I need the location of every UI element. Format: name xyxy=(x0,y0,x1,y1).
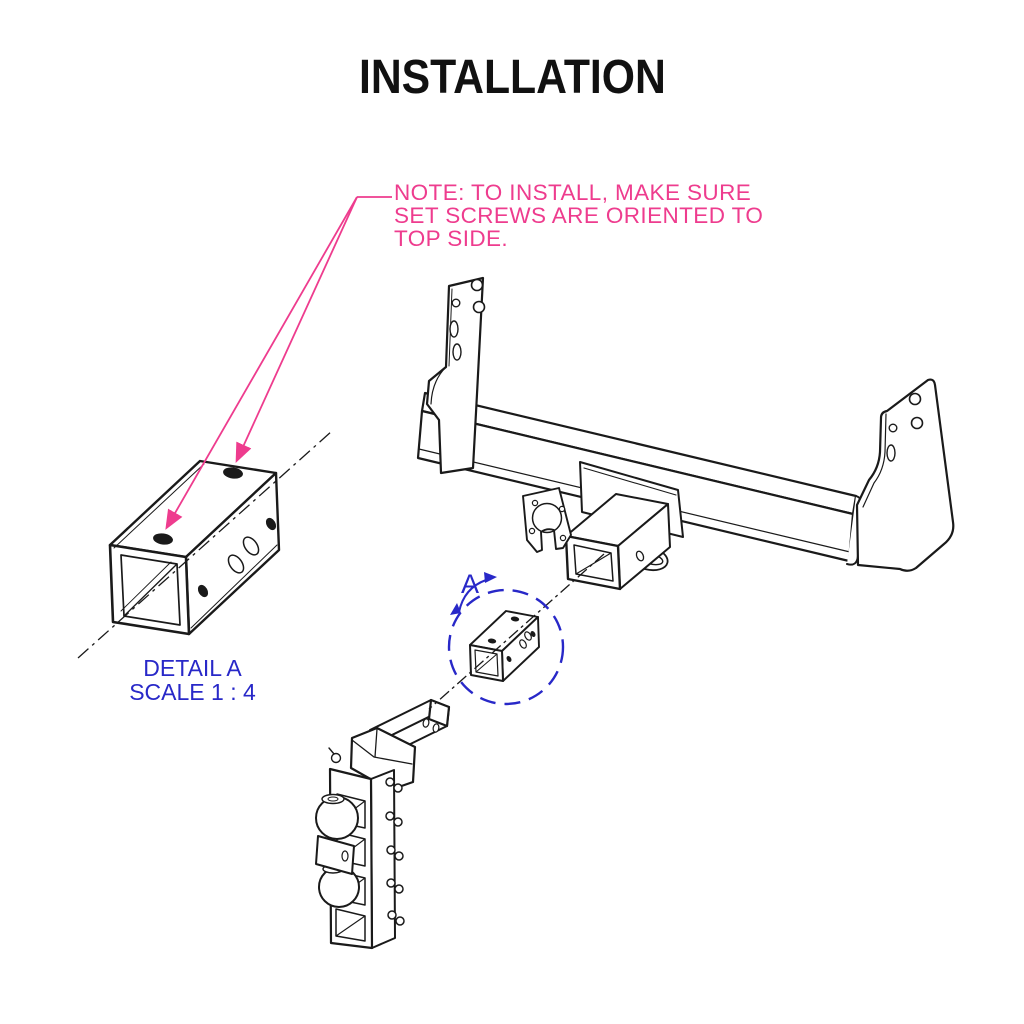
bracket-hole xyxy=(451,298,461,308)
bracket-slot xyxy=(886,444,896,462)
detail-marker-a-label: A xyxy=(461,569,480,599)
adapter-sleeve xyxy=(469,610,540,682)
callout-arrowhead xyxy=(450,603,461,615)
set-screw-arrow xyxy=(235,196,358,464)
detail-a-drawing xyxy=(108,459,281,636)
bracket-hole xyxy=(888,423,898,433)
set-screw-hole xyxy=(223,467,243,479)
callout-arrowhead xyxy=(484,572,497,583)
bracket-hole xyxy=(910,416,924,430)
adjustable-ball-mount xyxy=(315,698,451,950)
shank-pin-hole xyxy=(422,718,430,728)
set-screw-hole xyxy=(153,533,173,545)
bracket-hole xyxy=(472,300,486,314)
note-leader-lines xyxy=(165,196,392,530)
detail-a-label: DETAIL A SCALE 1 : 4 xyxy=(100,656,285,704)
connector-plug-bracket xyxy=(522,487,572,553)
set-screw-hole xyxy=(487,638,497,644)
shank-pin-hole xyxy=(432,723,440,733)
right-mounting-bracket xyxy=(855,378,955,572)
left-mounting-bracket xyxy=(425,276,486,475)
detail-scale-line: SCALE 1 : 4 xyxy=(129,679,256,705)
detail-callout-circle xyxy=(447,572,565,706)
set-screw-hole xyxy=(510,616,520,622)
assembly-centerline xyxy=(428,553,605,710)
bracket-hole xyxy=(470,278,484,292)
bracket-hole xyxy=(908,392,922,406)
detail-centerline xyxy=(77,430,333,659)
bracket-slot xyxy=(452,343,462,361)
bracket-slot xyxy=(449,320,459,338)
main-assembly-drawing xyxy=(416,276,955,591)
install-note-text: NOTE: TO INSTALL, MAKE SURE SET SCREWS A… xyxy=(394,180,764,251)
set-screw-arrow xyxy=(165,196,358,530)
adjustment-pegs xyxy=(385,777,405,926)
detail-label-line: DETAIL A xyxy=(143,655,242,681)
page-title: INSTALLATION xyxy=(358,51,666,104)
locking-pin xyxy=(330,752,342,764)
dual-tow-balls xyxy=(315,747,360,908)
